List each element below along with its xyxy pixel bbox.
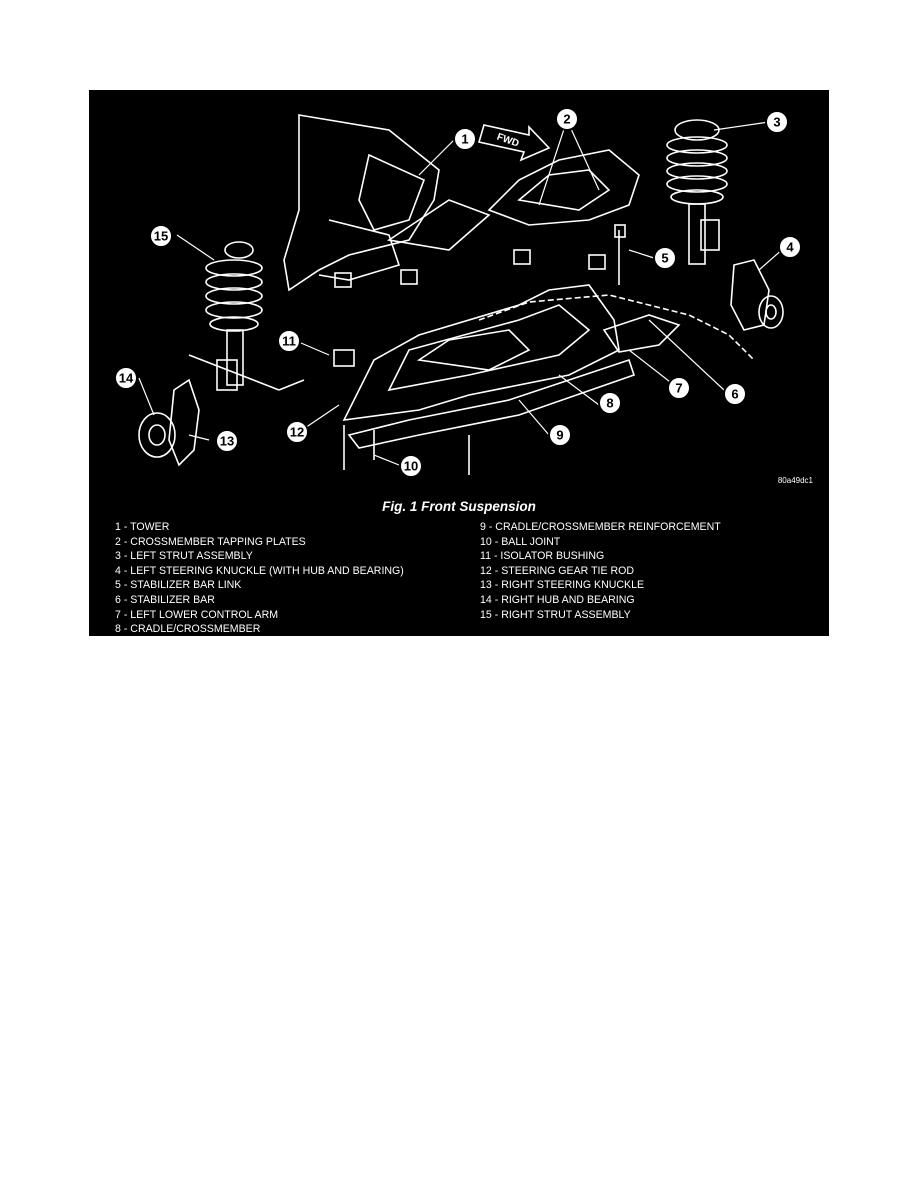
legend-item: 5 - STABILIZER BAR LINK xyxy=(115,579,242,592)
callout-1: 1 xyxy=(453,127,477,151)
callout-14: 14 xyxy=(114,366,138,390)
legend-item: 6 - STABILIZER BAR xyxy=(115,593,215,606)
legend-item: 13 - RIGHT STEERING KNUCKLE xyxy=(480,579,645,592)
legend-item: 2 - CROSSMEMBER TAPPING PLATES xyxy=(115,535,306,548)
figure-code: 80a49dc1 xyxy=(777,476,813,485)
svg-text:10: 10 xyxy=(404,459,418,474)
callout-9: 9 xyxy=(548,423,572,447)
callout-8: 8 xyxy=(598,391,622,415)
svg-text:11: 11 xyxy=(282,334,296,349)
svg-text:15: 15 xyxy=(154,229,168,244)
callout-5: 5 xyxy=(653,246,677,270)
figure-caption: Fig. 1 Front Suspension xyxy=(382,499,536,514)
svg-text:13: 13 xyxy=(220,434,234,449)
lower-control-arm xyxy=(602,314,681,353)
callout-3: 3 xyxy=(765,110,789,134)
svg-text:2: 2 xyxy=(563,112,570,127)
legend-left: 1 - TOWER 2 - CROSSMEMBER TAPPING PLATES… xyxy=(115,520,404,636)
callout-6: 6 xyxy=(723,382,747,406)
callout-2: 2 xyxy=(555,107,579,131)
left-knuckle-drawing xyxy=(730,259,784,331)
callouts: 1 2 3 4 5 6 7 8 9 10 11 12 13 14 15 xyxy=(114,107,802,478)
svg-text:7: 7 xyxy=(675,381,682,396)
right-knuckle-drawing xyxy=(138,378,200,467)
callout-12: 12 xyxy=(285,420,309,444)
svg-text:3: 3 xyxy=(773,115,780,130)
legend-item: 4 - LEFT STEERING KNUCKLE (WITH HUB AND … xyxy=(115,564,404,577)
svg-text:6: 6 xyxy=(731,387,738,402)
stabilizer-bar xyxy=(478,294,755,361)
legend-item: 8 - CRADLE/CROSSMEMBER xyxy=(115,623,261,636)
cradle-crossmember xyxy=(342,284,620,421)
legend-item: 11 - ISOLATOR BUSHING xyxy=(480,550,605,563)
callout-10: 10 xyxy=(399,454,423,478)
left-strut-drawing xyxy=(666,119,728,265)
callout-15: 15 xyxy=(149,224,173,248)
svg-text:8: 8 xyxy=(606,396,613,411)
bolts-bushings xyxy=(188,224,626,475)
legend-right: 9 - CRADLE/CROSSMEMBER REINFORCEMENT 10 … xyxy=(480,520,721,622)
right-strut-drawing xyxy=(205,241,263,391)
tower-body xyxy=(283,114,440,292)
callout-11: 11 xyxy=(277,329,301,353)
figure-panel: FWD 1 2 3 4 5 6 7 8 9 10 11 12 13 14 15 … xyxy=(89,90,829,636)
svg-text:5: 5 xyxy=(661,251,668,266)
leader-lines xyxy=(138,119,785,466)
svg-text:4: 4 xyxy=(786,240,794,255)
front-suspension-diagram: FWD 1 2 3 4 5 6 7 8 9 10 11 12 13 14 15 xyxy=(114,107,802,478)
svg-text:1: 1 xyxy=(461,132,468,147)
svg-text:9: 9 xyxy=(556,428,563,443)
svg-text:12: 12 xyxy=(290,425,304,440)
legend-item: 12 - STEERING GEAR TIE ROD xyxy=(480,564,635,577)
legend-item: 15 - RIGHT STRUT ASSEMBLY xyxy=(480,608,631,621)
fwd-arrow: FWD xyxy=(477,124,551,162)
legend-item: 3 - LEFT STRUT ASSEMBLY xyxy=(115,550,253,563)
callout-4: 4 xyxy=(778,235,802,259)
callout-13: 13 xyxy=(215,429,239,453)
svg-text:14: 14 xyxy=(119,371,134,386)
legend-item: 9 - CRADLE/CROSSMEMBER REINFORCEMENT xyxy=(480,521,721,533)
floor-pan xyxy=(487,149,640,226)
legend-item: 14 - RIGHT HUB AND BEARING xyxy=(480,593,635,606)
callout-7: 7 xyxy=(667,376,691,400)
legend-item: 7 - LEFT LOWER CONTROL ARM xyxy=(115,608,279,621)
legend-item: 1 - TOWER xyxy=(115,521,170,533)
legend-item: 10 - BALL JOINT xyxy=(480,535,561,548)
